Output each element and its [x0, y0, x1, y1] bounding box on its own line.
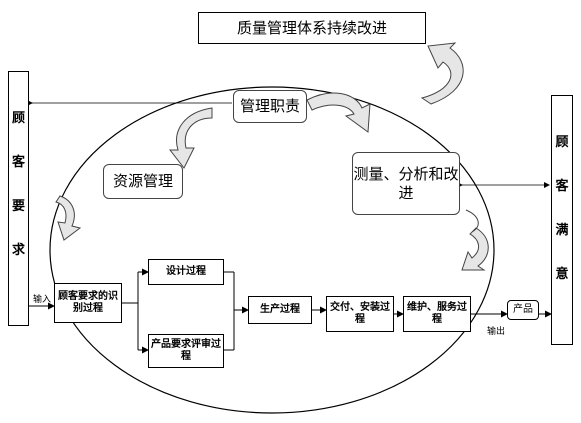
production-process-box: 生产过程	[248, 296, 312, 324]
diagram-title: 质量管理体系持续改进	[198, 12, 426, 44]
requirements-review-process-box: 产品要求评审过程	[148, 334, 224, 368]
input-label: 输入	[33, 295, 52, 305]
customer-requirements-box: 顾 客 要 求	[8, 71, 29, 326]
customer-requirements-char: 顾	[11, 111, 25, 126]
curved-arrow-tail	[465, 209, 479, 233]
maintenance-service-process-box: 维护、服务过程	[403, 296, 471, 332]
customer-requirements-char: 求	[11, 243, 25, 258]
output-label: 输出	[487, 327, 506, 337]
customer-satisfaction-char: 客	[555, 179, 569, 194]
curved-arrow-left-icon	[55, 195, 82, 241]
delivery-installation-process-box: 交付、安装过程	[326, 296, 394, 332]
customer-requirements-char: 要	[11, 199, 25, 214]
cycle-ellipse	[49, 86, 495, 414]
identify-requirements-process-box: 顾客要求的识别过程	[54, 283, 122, 323]
customer-satisfaction-box: 顾 客 满 意	[551, 95, 573, 345]
curved-arrow-resource-icon	[168, 107, 213, 169]
product-box: 产品	[507, 300, 539, 320]
customer-satisfaction-char: 意	[555, 267, 569, 282]
design-process-box: 设计过程	[148, 259, 224, 285]
resource-management-box: 资源管理	[103, 164, 183, 199]
curved-arrow-right-icon	[461, 227, 489, 271]
customer-satisfaction-char: 顾	[555, 135, 569, 150]
curved-arrow-up-icon	[420, 42, 464, 105]
customer-requirements-char: 客	[11, 155, 25, 170]
customer-satisfaction-char: 满	[555, 223, 569, 238]
curved-arrow-management-measure-icon	[306, 92, 371, 133]
management-responsibility-box: 管理职责	[233, 90, 307, 123]
measurement-analysis-box: 测量、分析和改进	[352, 152, 460, 215]
